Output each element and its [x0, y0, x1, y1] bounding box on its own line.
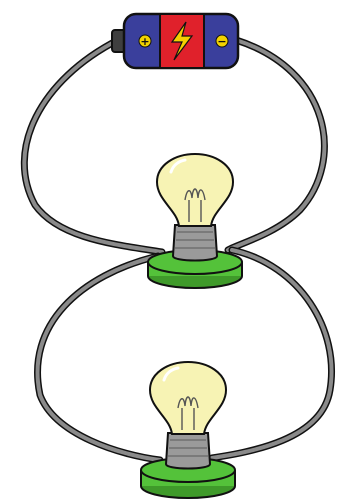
battery-minus-label: −	[217, 35, 226, 48]
bulb-bottom	[140, 360, 236, 499]
bulb-socket	[171, 224, 219, 262]
wire-battery-right	[224, 36, 328, 254]
battery: + −	[111, 12, 240, 70]
bulb-top	[147, 152, 243, 289]
lightning-icon	[170, 21, 194, 61]
bulb-socket	[164, 432, 212, 470]
wires	[20, 36, 335, 464]
wire-battery-left	[20, 36, 166, 256]
bulb-filament	[184, 188, 206, 222]
wire-bulb1-left-to-bulb2	[34, 252, 164, 464]
bulb-filament	[177, 396, 199, 430]
battery-plus-label: +	[140, 35, 149, 48]
bulb-glass	[155, 152, 235, 227]
bulb-glass	[148, 360, 228, 435]
